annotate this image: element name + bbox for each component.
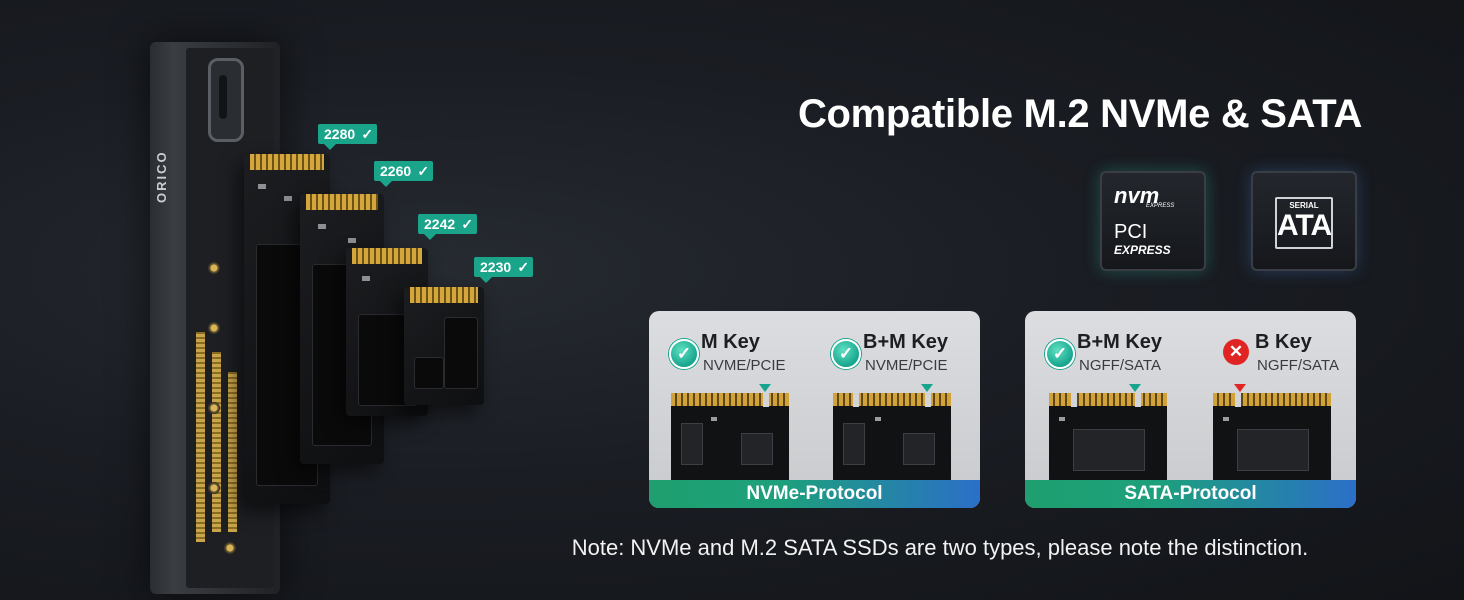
card-pins (410, 287, 478, 303)
card-pins (306, 194, 378, 210)
screw-hole (208, 402, 220, 414)
screw-hole (208, 482, 220, 494)
ssd-pins (1213, 393, 1331, 406)
ssd-component (711, 417, 717, 421)
size-tag-2260: 2260 ✓ (374, 161, 434, 187)
check-icon: ✓ (831, 339, 861, 369)
sata-frame: SERIAL ATA (1275, 197, 1333, 249)
ssd-chip (681, 423, 703, 465)
pci-express-text: EXPRESS (1114, 243, 1171, 257)
ssd-component (1223, 417, 1229, 421)
card-pins (352, 248, 422, 264)
check-icon: ✓ (517, 259, 530, 275)
check-icon: ✓ (1045, 339, 1075, 369)
screw-hole (208, 322, 220, 334)
ssd-chip (741, 433, 773, 465)
key-m: ✓ M Key NVME/PCIE (669, 331, 819, 391)
nvme-pcie-logo: nvm EXPRESS PCI EXPRESS (1100, 171, 1206, 271)
key-protocol: NGFF/SATA (1079, 357, 1161, 374)
size-label: 2280 (324, 126, 356, 142)
gold-contact (212, 352, 221, 532)
nvm-wordmark: nvm (1114, 183, 1160, 208)
key-name: B+M Key (1077, 331, 1163, 353)
gold-contact (196, 332, 205, 542)
key-name: M Key (701, 331, 760, 353)
key-protocol: NGFF/SATA (1257, 357, 1339, 374)
key-b: ✕ B Key NGFF/SATA (1223, 331, 1356, 391)
check-icon: ✓ (461, 216, 474, 232)
card-chip (444, 317, 478, 389)
notch-marker-icon (1129, 384, 1141, 392)
ata-text: ATA (1277, 209, 1332, 242)
ssd-notch (853, 393, 859, 407)
serial-ata-logo: SERIAL ATA (1251, 171, 1357, 271)
key-protocol: NVME/PCIE (865, 357, 948, 374)
size-tag-2242: 2242 ✓ (418, 214, 478, 240)
sata-protocol-panel: ✓ B+M Key NGFF/SATA ✕ B Key NGFF/SATA SA… (1025, 311, 1356, 508)
cross-icon: ✕ (1223, 339, 1249, 365)
ssd-notch (763, 393, 769, 407)
card-chip (414, 357, 444, 389)
usb-c-port (208, 58, 244, 142)
card-component (284, 196, 292, 201)
ssd-notch (1235, 393, 1241, 407)
card-component (362, 276, 370, 281)
ssd-chip (1073, 429, 1145, 471)
ssd-bm-key-image (833, 393, 951, 481)
card-component (258, 184, 266, 189)
ssd-m-key-image (671, 393, 789, 481)
size-tag-2230: 2230 ✓ (474, 257, 534, 283)
card-component (348, 238, 356, 243)
ssd-b-key-image (1213, 393, 1331, 481)
screw-hole (208, 262, 220, 274)
size-label: 2230 (480, 259, 512, 275)
notch-marker-icon (1234, 384, 1246, 392)
ssd-chip (843, 423, 865, 465)
ssd-notch (1071, 393, 1077, 407)
key-bm: ✓ B+M Key NVME/PCIE (831, 331, 980, 391)
ssd-pins (671, 393, 789, 406)
ssd-bm-key-image (1049, 393, 1167, 481)
nvm-express-text: EXPRESS (1146, 203, 1175, 209)
gold-contact (228, 372, 237, 532)
ssd-pins (1049, 393, 1167, 406)
ssd-pins (833, 393, 951, 406)
ssd-component (1059, 417, 1065, 421)
serial-text: SERIAL (1289, 201, 1319, 210)
brand-logo: ORICO (154, 150, 169, 204)
key-bm: ✓ B+M Key NGFF/SATA (1045, 331, 1195, 391)
protocol-label: NVMe-Protocol (649, 480, 980, 508)
check-icon: ✓ (361, 126, 374, 142)
size-label: 2242 (424, 216, 456, 232)
ssd-notch (925, 393, 931, 407)
check-icon: ✓ (669, 339, 699, 369)
ssd-notch (1135, 393, 1141, 407)
screw-hole (224, 542, 236, 554)
check-icon: ✓ (417, 163, 430, 179)
size-tag-2280: 2280 ✓ (318, 124, 378, 150)
ssd-component (875, 417, 881, 421)
ssd-card-2230 (404, 287, 484, 405)
note-text: Note: NVMe and M.2 SATA SSDs are two typ… (571, 535, 1309, 560)
pci-wordmark: PCI (1114, 221, 1148, 243)
key-protocol: NVME/PCIE (703, 357, 786, 374)
key-name: B Key (1255, 331, 1312, 353)
size-label: 2260 (380, 163, 412, 179)
ssd-chip (1237, 429, 1309, 471)
notch-marker-icon (759, 384, 771, 392)
notch-marker-icon (921, 384, 933, 392)
key-name: B+M Key (863, 331, 949, 353)
nvme-protocol-panel: ✓ M Key NVME/PCIE ✓ B+M Key NVME/PCIE NV… (649, 311, 980, 508)
protocol-label: SATA-Protocol (1025, 480, 1356, 508)
card-component (318, 224, 326, 229)
ssd-chip (903, 433, 935, 465)
card-pins (250, 154, 324, 170)
page-title: Compatible M.2 NVMe & SATA (797, 92, 1363, 136)
